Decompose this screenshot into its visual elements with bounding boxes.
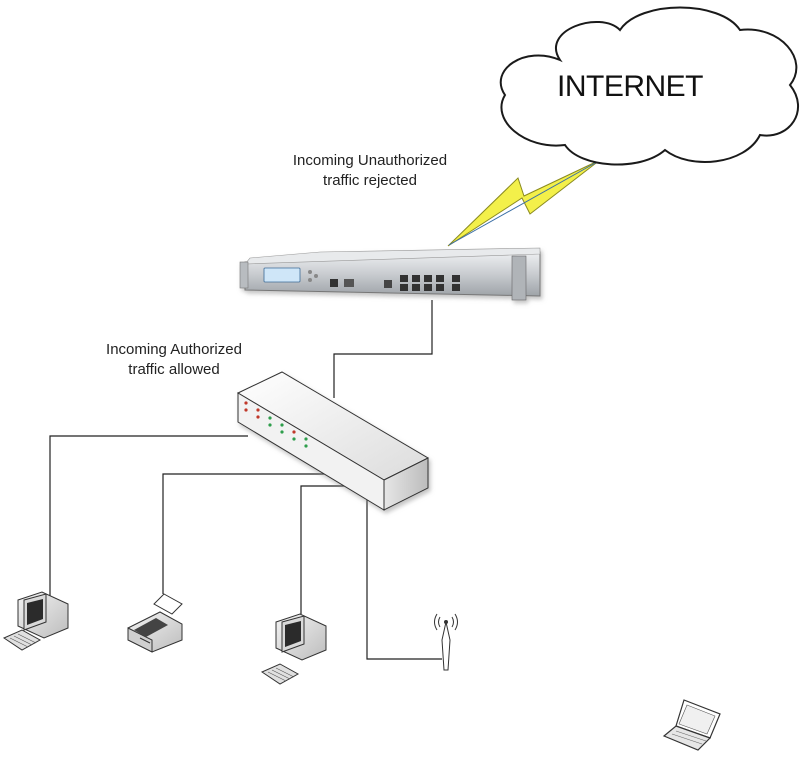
cable-switch-ap	[366, 500, 442, 660]
internet-cloud	[499, 6, 800, 166]
internet-cloud-label: INTERNET	[557, 70, 704, 103]
lightning-icon	[447, 159, 601, 247]
rejected-traffic-label: Incoming Unauthorized traffic rejected	[270, 151, 470, 191]
desktop-computer-icon	[260, 613, 327, 685]
allowed-traffic-label: Incoming Authorized traffic allowed	[82, 340, 266, 380]
switch-leds	[244, 401, 308, 448]
cable-switch-pc1	[49, 435, 248, 600]
rejected-traffic-line1: Incoming Unauthorized	[292, 152, 448, 169]
laptop-icon	[662, 699, 721, 751]
allowed-traffic-line2: traffic allowed	[128, 361, 220, 378]
cable-switch-printer	[162, 473, 330, 594]
network-switch	[236, 371, 430, 511]
cable-firewall-switch	[333, 300, 433, 398]
firewall-appliance	[239, 247, 541, 301]
cable-switch-pc2	[300, 485, 345, 614]
wireless-access-point-icon	[434, 613, 458, 671]
printer-icon	[127, 593, 183, 653]
allowed-traffic-line1: Incoming Authorized	[106, 341, 242, 358]
network-cables	[49, 300, 442, 660]
rejected-traffic-line2: traffic rejected	[323, 172, 417, 189]
desktop-computer-icon	[2, 591, 69, 651]
